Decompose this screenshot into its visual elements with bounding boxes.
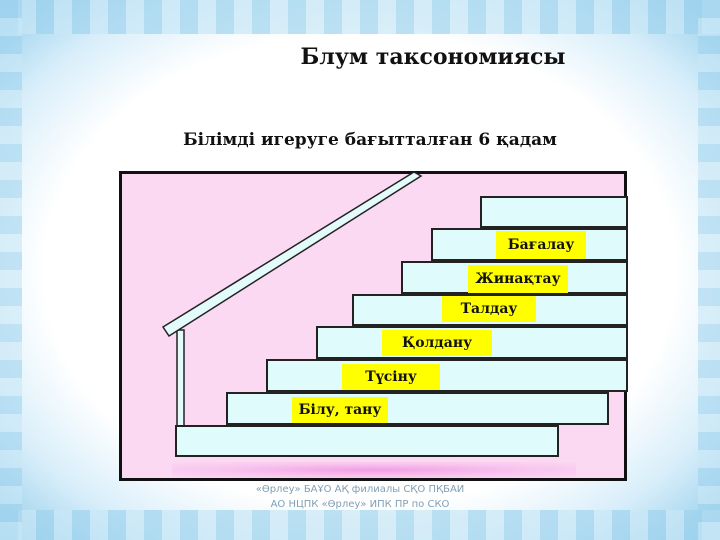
slide-title: Блум таксономиясы — [300, 44, 566, 70]
slide-subtitle: Білімді игеруге бағытталған 6 қадам — [183, 130, 557, 150]
step-label-application: Қолдану — [382, 330, 492, 356]
staircase-shadow — [172, 462, 576, 478]
step-label-analysis: Талдау — [442, 296, 536, 322]
step-label-synthesis: Жинақтау — [468, 265, 568, 293]
step-label-comprehension: Түсіну — [342, 364, 440, 390]
stair-step-2 — [266, 359, 628, 392]
step-label-knowledge: Білу, тану — [292, 397, 388, 423]
footer-line-2: АО НЦПК «Өрлеу» ИПК ПР по СКО — [270, 499, 450, 510]
ornament-border-right — [698, 0, 720, 540]
railing-post — [176, 329, 185, 431]
ornament-border-top — [0, 0, 720, 34]
stair-step-base — [175, 425, 559, 457]
railing-handrail — [161, 171, 423, 338]
ornament-border-left — [0, 0, 22, 540]
stair-step-1 — [226, 392, 609, 425]
step-label-evaluation: Бағалау — [496, 231, 586, 259]
footer-line-1: «Өрлеу» БАҰО АҚ филиалы СҚО ПҚБАИ — [255, 484, 465, 495]
stair-step-top — [480, 196, 628, 228]
ornament-border-bottom — [0, 510, 720, 540]
